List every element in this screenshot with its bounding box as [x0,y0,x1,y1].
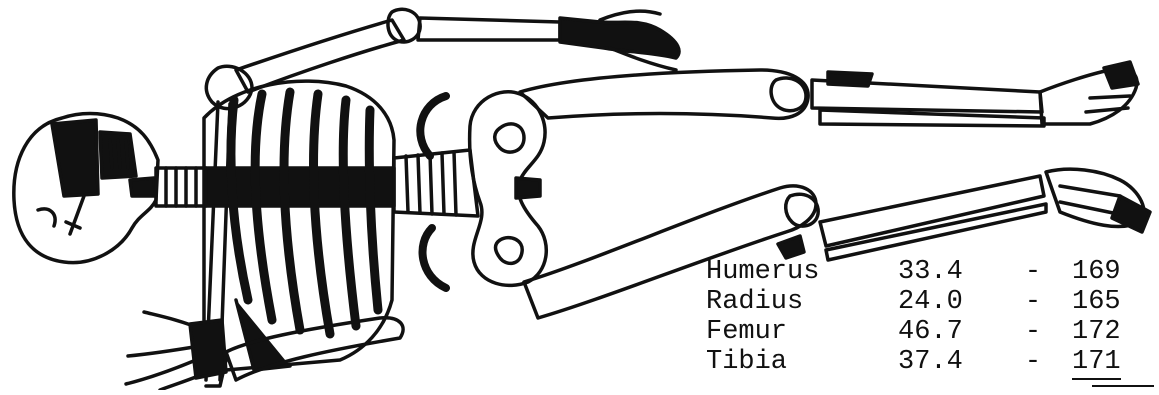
bone-name: Radius [706,287,898,317]
skull [14,114,158,263]
spine [394,150,478,216]
table-row: Humerus 33.4 - 169 [706,257,1152,287]
bone-length: 33.4 [898,257,994,287]
total-rule-line [1092,385,1154,391]
pelvis [420,92,546,288]
stature-estimate-value: 171 [1072,347,1121,380]
bone-measurements-table: Humerus 33.4 - 169 Radius 24.0 - 165 Fem… [706,257,1152,377]
cervical-vertebrae [156,168,206,206]
lower-leg-bottom [778,169,1150,260]
separator: - [994,257,1072,287]
rib-cage [204,81,394,370]
bone-length: 46.7 [898,317,994,347]
separator: - [994,287,1072,317]
bone-name: Humerus [706,257,898,287]
bone-name: Tibia [706,347,898,377]
stature-estimate: 172 [1072,317,1152,347]
separator: - [994,317,1072,347]
stature-estimate: 165 [1072,287,1152,317]
separator: - [994,347,1072,377]
table-row: Femur 46.7 - 172 [706,317,1152,347]
bone-length: 24.0 [898,287,994,317]
bone-name: Femur [706,317,898,347]
table-row: Radius 24.0 - 165 [706,287,1152,317]
stature-estimate: 169 [1072,257,1152,287]
bone-length: 37.4 [898,347,994,377]
lower-leg-top [812,62,1138,126]
upper-leg-top [520,70,808,118]
table-row: Tibia 37.4 - 171 [706,347,1152,377]
stature-estimate: 171 [1072,347,1152,377]
